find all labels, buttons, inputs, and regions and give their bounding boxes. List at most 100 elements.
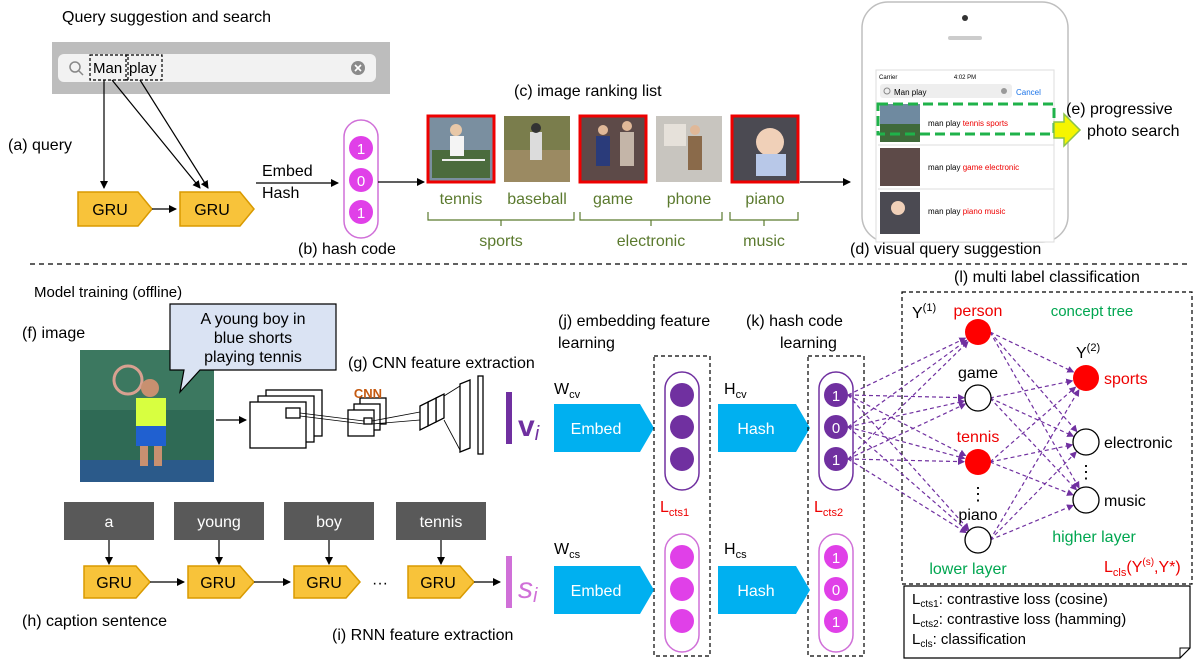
group-bracket-music (729, 212, 799, 226)
bit-to-lower-edge (847, 341, 969, 460)
bit-to-lower-edge (847, 458, 966, 466)
svg-text:GRU: GRU (194, 202, 230, 219)
lower-to-higher-edge (989, 378, 1074, 399)
hash-bit: 0 (832, 420, 840, 437)
l-cts1-label: Lcts1 (660, 499, 689, 519)
hash-vector-visual: 1 0 1 (818, 371, 854, 491)
node-game (964, 384, 992, 412)
svg-text:tennis: tennis (420, 514, 463, 531)
bit-to-lower-edge (847, 426, 966, 461)
word-box: young (174, 502, 264, 540)
image-label: piano (745, 191, 784, 208)
bit-to-lower-edge (847, 394, 970, 531)
caption-speech-bubble: A young boy in blue shorts playing tenni… (169, 303, 337, 394)
gru-block-bottom-2: GRU (187, 565, 255, 599)
label-hashcode: learning (780, 335, 837, 352)
svg-text:young: young (197, 514, 241, 531)
phone-result-row[interactable]: man play piano music (880, 192, 1005, 234)
progressive-arrow-icon (1053, 112, 1082, 148)
search-word-play: play (129, 60, 157, 77)
phone-result-row[interactable]: man play game electronic (880, 148, 1019, 186)
vdots: ⋮ (969, 484, 987, 504)
hash-block-sentence: Hash (718, 566, 810, 614)
phone-mockup: Carrier 4:02 PM Man play Cancel man play… (861, 1, 1069, 243)
group-label: electronic (617, 233, 685, 250)
hash-bit: 0 (832, 582, 840, 599)
legend-item: Lcls: classification (912, 631, 1026, 650)
svg-text:GRU: GRU (420, 575, 456, 592)
tree-edges (847, 331, 1080, 541)
label-cnn-extract: (g) CNN feature extraction (348, 355, 535, 372)
phone-cancel-button[interactable]: Cancel (1016, 88, 1041, 97)
label-hash-code: (b) hash code (298, 241, 396, 258)
higher-layer-label: higher layer (1052, 529, 1136, 546)
svg-text:Embed: Embed (571, 421, 622, 438)
node-person (965, 319, 991, 345)
cnn-label: CNN (354, 386, 382, 401)
hashcode-dashed-box (807, 355, 865, 657)
svg-text:4:02 PM: 4:02 PM (954, 75, 976, 81)
label-caption: (h) caption sentence (22, 613, 167, 630)
rank-image-tennis (426, 114, 496, 184)
svg-text:Carrier: Carrier (879, 75, 897, 81)
bit-to-lower-edge (847, 458, 967, 534)
gru-block-bottom-1: GRU (83, 565, 151, 599)
rank-image-piano (730, 114, 800, 184)
embedding-vector-sentence (664, 533, 700, 653)
concept-tree-label: concept tree (1051, 303, 1134, 320)
svg-text:man play piano music: man play piano music (928, 207, 1005, 216)
svg-text:Hash: Hash (737, 583, 774, 600)
label-hashcode: (k) hash code (746, 313, 843, 330)
lower-to-higher-edge (989, 397, 1075, 437)
rank-image-phone (656, 116, 722, 182)
svg-text:a: a (105, 514, 114, 531)
node-label-music: music (1104, 493, 1146, 510)
rank-image-game (578, 114, 648, 184)
clear-icon[interactable] (351, 61, 365, 75)
svg-text:Hash: Hash (737, 421, 774, 438)
node-label-piano: piano (958, 507, 997, 524)
node-piano (964, 526, 992, 554)
bit-to-lower-edge (847, 394, 966, 402)
search-bar[interactable]: Man play (52, 42, 390, 94)
label-progressive: (e) progressive (1066, 101, 1173, 118)
lower-to-higher-edge (989, 461, 1074, 496)
label-progressive: photo search (1087, 123, 1180, 140)
embed-block-sentence: Embed (554, 566, 654, 614)
svg-text:Embed: Embed (571, 583, 622, 600)
label-embedding: (j) embedding feature (558, 313, 710, 330)
node-label-electronic: electronic (1104, 435, 1172, 452)
label-image: (f) image (22, 325, 85, 342)
lower-to-higher-edge (989, 442, 1074, 463)
label-visual-suggestion: (d) visual query suggestion (850, 241, 1041, 258)
label-ranking: (c) image ranking list (514, 83, 662, 100)
word-box: boy (284, 502, 374, 540)
legend-item: Lcts2: contrastive loss (hamming) (912, 611, 1126, 630)
embedding-dashed-box (653, 355, 711, 657)
group-bracket-sports (427, 212, 575, 226)
bit-to-lower-edge (847, 403, 967, 460)
lower-to-higher-edge (989, 397, 1078, 491)
w-cv-label: Wcv (554, 381, 581, 401)
search-word-man: Man (93, 60, 122, 77)
lower-to-higher-edge (989, 504, 1074, 541)
embed-block-visual: Embed (554, 404, 654, 452)
word-box: a (64, 502, 154, 540)
node-label-tennis: tennis (957, 429, 1000, 446)
group-bracket-electronic (579, 212, 723, 226)
gru-block-top-1: GRU (77, 191, 153, 227)
bit-to-lower-edge (847, 398, 966, 428)
node-label-game: game (958, 365, 998, 382)
bit-to-lower-edge (847, 394, 967, 457)
hash-block-visual: Hash (718, 404, 810, 452)
svg-text:A young boy in: A young boy in (201, 311, 306, 328)
hash-word-top: Hash (262, 185, 299, 202)
w-cs-label: Wcs (554, 541, 581, 561)
search-icon (883, 87, 891, 95)
lower-to-higher-edge (989, 331, 1080, 489)
hash-bit: 1 (832, 452, 840, 469)
y1-label: Y(1) (912, 302, 936, 322)
svg-text:man play game electronic: man play game electronic (928, 163, 1019, 172)
image-label: phone (667, 191, 712, 208)
